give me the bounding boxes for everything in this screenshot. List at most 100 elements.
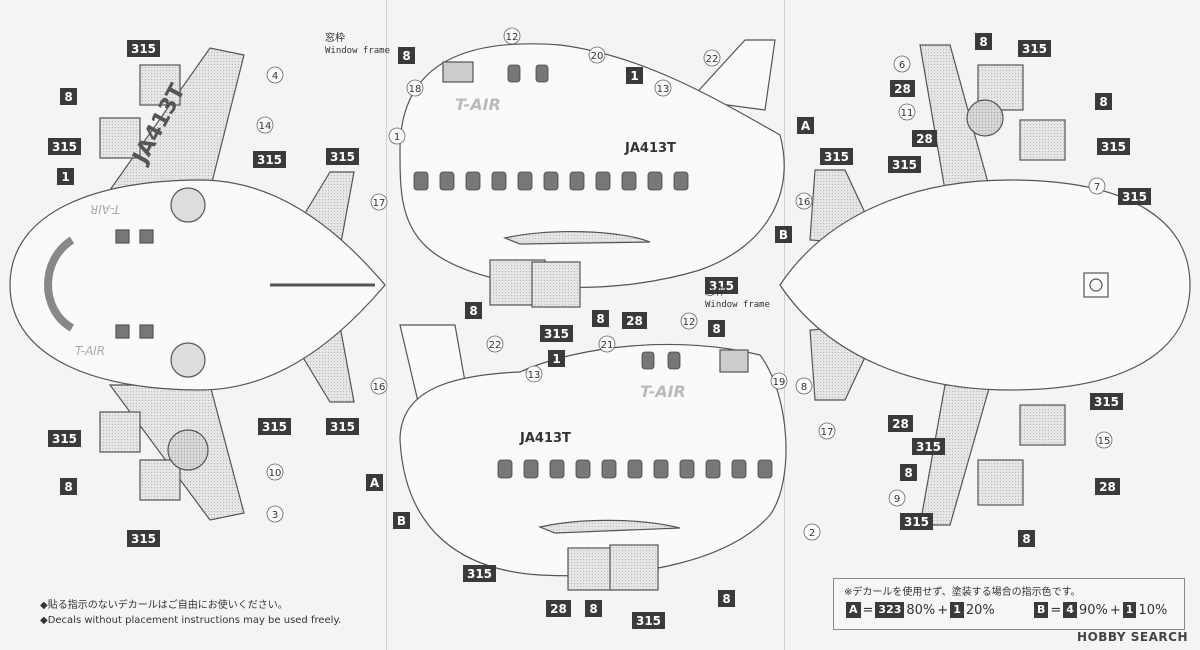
svg-text:8: 8	[979, 35, 987, 49]
top-left_labels-4: 4	[266, 66, 284, 84]
middle-labels-17: 21	[598, 335, 616, 353]
svg-text:17: 17	[821, 427, 834, 438]
svg-text:315: 315	[52, 432, 77, 446]
middle-labels-5: 1	[626, 67, 643, 84]
svg-text:8: 8	[904, 466, 912, 480]
registration-side-lower: JA413T	[519, 431, 571, 446]
svg-text:8: 8	[64, 480, 72, 494]
svg-text:8: 8	[64, 90, 72, 104]
svg-text:315: 315	[330, 150, 355, 164]
top-left_labels-15: 3	[266, 505, 284, 523]
right-labels-15: 315	[1090, 393, 1123, 410]
top-left_labels-1: 8	[60, 88, 77, 105]
svg-text:T-AIR: T-AIR	[455, 95, 501, 114]
window-frame-en: Window frame	[705, 300, 771, 310]
window-frame-en: Window frame	[325, 46, 391, 56]
middle-labels-23: B	[393, 512, 410, 529]
svg-text:3: 3	[272, 510, 278, 521]
middle-labels-28: 315	[632, 612, 665, 629]
middle-labels-20: 13	[525, 365, 543, 383]
legend-a-color1: 323	[875, 602, 905, 618]
svg-text:28: 28	[916, 132, 933, 146]
svg-text:22: 22	[489, 340, 502, 351]
right-labels-8: 315	[888, 156, 921, 173]
middle-labels-15: 22	[486, 335, 504, 353]
svg-text:28: 28	[626, 314, 643, 328]
middle-labels-21: 19	[770, 372, 788, 390]
svg-text:28: 28	[894, 82, 911, 96]
right-labels-19: 8	[900, 464, 917, 481]
right-labels-23: 8	[1018, 530, 1035, 547]
legend-a-plus: +	[937, 602, 949, 618]
svg-text:1: 1	[630, 69, 638, 83]
legend-b-color2: 1	[1122, 602, 1137, 618]
svg-text:17: 17	[373, 198, 386, 209]
svg-text:315: 315	[916, 440, 941, 454]
top-left_labels-16: 315	[127, 530, 160, 547]
svg-text:315: 315	[257, 153, 282, 167]
right-labels-21: 9	[888, 489, 906, 507]
right-labels-10: 16	[795, 192, 813, 210]
top-left_labels-5: 14	[256, 116, 274, 134]
top-view	[9, 47, 386, 521]
svg-text:15: 15	[1098, 436, 1111, 447]
fold-line-left	[386, 0, 387, 650]
middle-labels-7: A	[797, 117, 814, 134]
right-labels-7: 28	[912, 130, 937, 147]
svg-text:A: A	[370, 476, 380, 490]
svg-text:10: 10	[269, 468, 282, 479]
svg-text:315: 315	[1094, 395, 1119, 409]
bottom-view	[779, 44, 1191, 526]
window-frame-ja: 窓枠	[325, 33, 345, 44]
svg-text:11: 11	[901, 108, 914, 119]
svg-text:315: 315	[131, 532, 156, 546]
window-frame-label-upper: 窓枠 Window frame	[325, 33, 390, 57]
legend-formula-b: B = 4 90% + 1 10%	[1034, 602, 1167, 618]
middle-labels-19: 8	[708, 320, 725, 337]
right-labels-6: 315	[1097, 138, 1130, 155]
top-left_labels-10: 315	[326, 418, 359, 435]
svg-text:315: 315	[544, 327, 569, 341]
legend-b-pct1: 90%	[1078, 602, 1108, 618]
svg-text:21: 21	[601, 340, 614, 351]
svg-text:13: 13	[657, 84, 670, 95]
svg-text:T-AIR: T-AIR	[640, 382, 686, 401]
middle-labels-29: 8	[718, 590, 735, 607]
svg-text:12: 12	[683, 317, 696, 328]
middle-labels-2: 20	[588, 46, 606, 64]
svg-text:315: 315	[892, 158, 917, 172]
middle-labels-16: 1	[548, 350, 565, 367]
legend-formula-a: A = 323 80% + 1 20%	[846, 602, 995, 618]
svg-text:8: 8	[402, 49, 410, 63]
svg-text:8: 8	[801, 382, 807, 393]
middle-labels-0: 8	[398, 47, 415, 64]
svg-text:7: 7	[1094, 182, 1100, 193]
right-labels-17: 315	[912, 438, 945, 455]
legend-a-label: A	[846, 602, 861, 618]
middle-labels-10: 315	[705, 277, 738, 294]
middle-labels-3: 22	[703, 49, 721, 67]
svg-text:1: 1	[394, 132, 400, 143]
svg-text:T-AIR: T-AIR	[90, 202, 120, 216]
svg-text:6: 6	[899, 60, 905, 71]
svg-text:315: 315	[636, 614, 661, 628]
middle-labels-24: 2	[803, 523, 821, 541]
svg-text:315: 315	[1101, 140, 1126, 154]
note-english: ◆Decals without placement instructions m…	[40, 615, 342, 626]
top-left_labels-0: 315	[127, 40, 160, 57]
top-left_labels-13: 8	[60, 478, 77, 495]
svg-text:315: 315	[262, 420, 287, 434]
svg-text:8: 8	[712, 322, 720, 336]
middle-labels-4: 18	[406, 79, 424, 97]
svg-text:16: 16	[373, 382, 386, 393]
right-labels-5: 11	[898, 103, 916, 121]
top-left_labels-8: 17	[370, 193, 388, 211]
top-left_labels-12: 315	[48, 430, 81, 447]
svg-text:8: 8	[469, 304, 477, 318]
svg-text:20: 20	[591, 51, 604, 62]
legend-b-eq: =	[1050, 602, 1062, 618]
right-labels-16: 28	[888, 415, 913, 432]
side-windows-lower	[497, 351, 773, 479]
middle-labels-1: 12	[503, 27, 521, 45]
